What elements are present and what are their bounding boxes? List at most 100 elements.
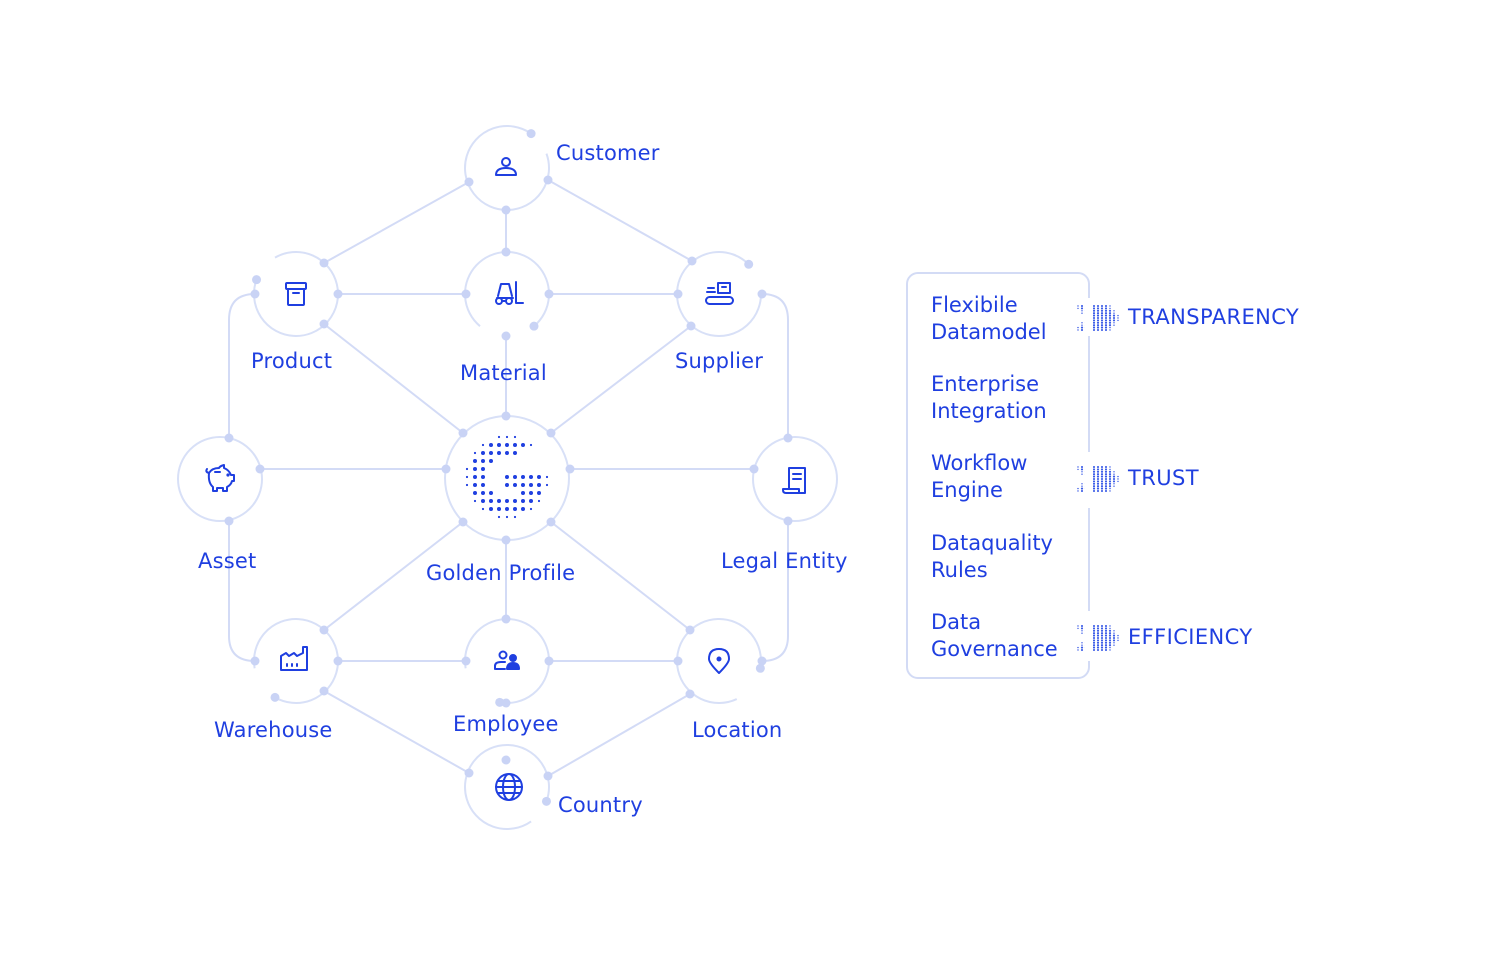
golden-dot [537, 491, 541, 495]
outcome-efficiency: EFFICIENCY [1128, 625, 1253, 649]
connector-dot [685, 689, 695, 699]
golden-dot [513, 475, 517, 479]
golden-dot [465, 475, 469, 479]
connector-dot [501, 205, 511, 215]
golden-dot [505, 499, 509, 503]
person-icon [495, 157, 517, 176]
outcome-trust: TRUST [1128, 466, 1199, 490]
conveyor-package-icon [705, 282, 734, 305]
golden-dot [513, 443, 517, 447]
golden-profile-logo [465, 435, 549, 519]
ring-end-dot [755, 663, 765, 673]
golden-dot [497, 451, 501, 455]
center-label-golden-profile: Golden Profile [426, 561, 576, 585]
connector-customer-product [323, 181, 470, 264]
factory-icon [280, 646, 308, 671]
golden-dot [513, 515, 517, 519]
connector-dot [687, 256, 697, 266]
node-ring-employee [464, 618, 550, 704]
node-label-material: Material [460, 361, 547, 385]
node-label-country: Country [558, 793, 643, 817]
golden-dot [497, 499, 501, 503]
golden-dot [473, 475, 477, 479]
connector-dot [673, 656, 683, 666]
golden-dot [505, 443, 509, 447]
connector-dot [224, 516, 234, 526]
node-ring-customer [464, 125, 550, 211]
users-icon [494, 650, 520, 670]
connector-product-asset [228, 293, 256, 438]
connector-dot [333, 656, 343, 666]
connector-asset-warehouse [228, 521, 256, 662]
connector-dot [501, 331, 511, 341]
golden-dot [481, 475, 485, 479]
golden-dot [537, 499, 541, 503]
golden-dot [529, 499, 533, 503]
golden-dot [473, 483, 477, 487]
golden-dot [489, 507, 493, 511]
connector-dot [319, 258, 329, 268]
connector-dot [546, 517, 556, 527]
connector-dot [565, 464, 575, 474]
connector-dot [250, 656, 260, 666]
golden-dot [505, 507, 509, 511]
connector-dot [757, 289, 767, 299]
golden-dot [505, 435, 509, 439]
outcome-transparency: TRANSPARENCY [1128, 305, 1300, 329]
golden-dot [481, 451, 485, 455]
connector-dot [546, 428, 556, 438]
golden-dot [521, 491, 525, 495]
ring-end-dot [270, 692, 280, 702]
connector-dot [319, 625, 329, 635]
connector-supplier-legal [761, 293, 789, 438]
node-label-warehouse: Warehouse [214, 718, 333, 742]
golden-dot [473, 491, 477, 495]
connector-dot [543, 175, 553, 185]
node-label-customer: Customer [556, 141, 660, 165]
connector-dot [783, 433, 793, 443]
ring-end-dot [529, 321, 539, 331]
golden-dot [505, 451, 509, 455]
map-pin-icon [708, 648, 730, 674]
connector-dot [501, 614, 511, 624]
panel-gap [1085, 611, 1093, 661]
connector-customer-supplier [547, 179, 693, 262]
node-ring-location [676, 618, 762, 704]
node-label-employee: Employee [453, 712, 559, 736]
connector-dot [461, 289, 471, 299]
connector-dot [319, 319, 329, 329]
ring-end-dot [252, 275, 262, 285]
golden-dot [529, 475, 533, 479]
golden-dot [473, 499, 477, 503]
connector-dot [685, 625, 695, 635]
golden-dot [497, 507, 501, 511]
connector-dot [458, 517, 468, 527]
connector-warehouse-country [323, 690, 470, 774]
connector-dot [544, 289, 554, 299]
connector-lines [228, 179, 789, 777]
node-ring-product [253, 251, 339, 337]
ring-end-dot [526, 129, 536, 139]
golden-dot [521, 483, 525, 487]
node-label-location: Location [692, 718, 783, 742]
connector-dot [501, 411, 511, 421]
golden-dot [481, 507, 485, 511]
golden-dot [481, 459, 485, 463]
panel-gap [1085, 452, 1093, 508]
document-scroll-icon [782, 467, 806, 494]
connector-dot [544, 656, 554, 666]
golden-dot [537, 483, 541, 487]
connector-center-warehouse [323, 521, 464, 631]
connector-dot [441, 464, 451, 474]
connector-center-location [550, 521, 691, 631]
connector-dot [464, 177, 474, 187]
golden-dot [513, 507, 517, 511]
golden-dot [529, 507, 533, 511]
node-ring-warehouse [253, 618, 339, 704]
golden-dot [513, 435, 517, 439]
golden-dot [489, 443, 493, 447]
node-ring-asset [177, 436, 263, 522]
